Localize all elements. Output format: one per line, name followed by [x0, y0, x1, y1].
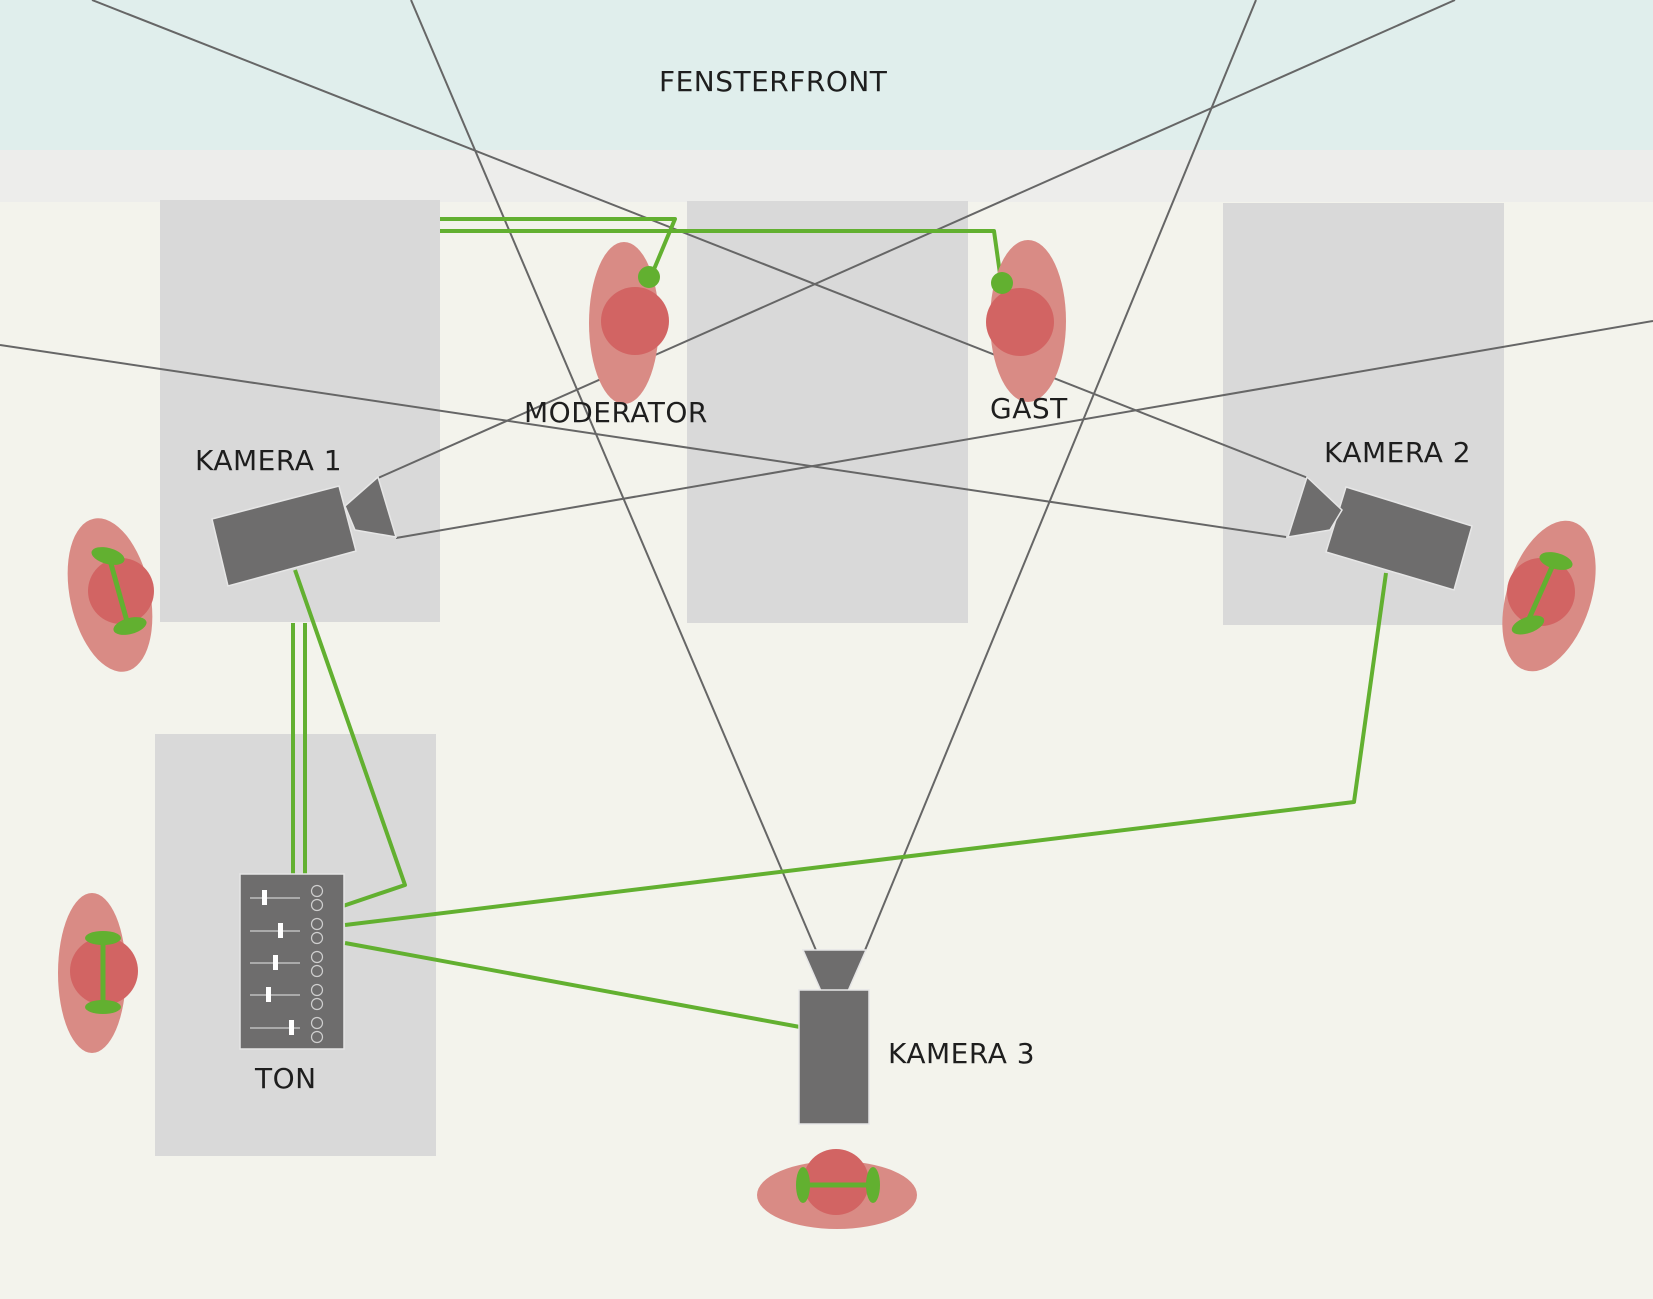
label-guest: GAST	[990, 392, 1068, 425]
label-camera2: KAMERA 2	[1324, 436, 1471, 469]
headphones-icon	[796, 1167, 880, 1203]
label-sound: TON	[254, 1062, 317, 1095]
cables	[291, 217, 1388, 1029]
cable-camera2-mixer	[344, 572, 1388, 927]
sight-line-camera3-left	[410, 0, 819, 956]
label-moderator: MODERATOR	[524, 396, 708, 429]
video-camera-icon	[211, 485, 357, 587]
moderator-person	[589, 242, 669, 404]
audio-mixer-icon	[239, 873, 345, 1050]
operator-camera2	[1502, 520, 1596, 672]
table-center	[687, 201, 968, 623]
guest-person	[986, 240, 1066, 402]
mixer-body	[239, 873, 345, 1050]
sight-line-camera2-right	[91, 0, 1309, 479]
cable-moderator-mic-lower	[440, 229, 1003, 282]
moderator-head	[601, 287, 669, 355]
operator-sound	[58, 893, 138, 1053]
cable-camera1-mixer	[293, 569, 407, 908]
lavalier-mic-icon	[638, 266, 660, 288]
camera1-lens	[344, 475, 398, 538]
camera-3	[798, 949, 870, 1125]
camera-2	[1286, 475, 1473, 591]
sight-line-camera1-right	[395, 320, 1653, 539]
label-camera3: KAMERA 3	[888, 1037, 1035, 1070]
operator-head	[803, 1149, 869, 1215]
operator-camera1	[67, 518, 154, 672]
label-camera1: KAMERA 1	[195, 444, 342, 477]
window-front	[0, 0, 1653, 150]
lavalier-mic-icon	[991, 272, 1013, 294]
video-camera-icon	[798, 989, 870, 1125]
sight-line-camera3-right	[862, 0, 1257, 956]
mixer-knobs	[310, 884, 324, 1044]
label-window-front: FENSTERFRONT	[659, 65, 888, 98]
operator-camera3	[757, 1149, 917, 1229]
camera2-lens	[1286, 475, 1343, 538]
headphones-icon	[1511, 552, 1573, 635]
window-sill	[0, 150, 1653, 202]
sight-line-camera1-left	[377, 0, 1456, 479]
video-camera-icon	[1325, 486, 1473, 591]
sight-line-camera2-left	[0, 344, 1287, 538]
camera-1	[211, 475, 398, 587]
sight-lines	[0, 0, 1653, 956]
mixer-faders	[250, 890, 300, 1035]
guest-head	[986, 288, 1054, 356]
cable-moderator-mic-upper	[440, 217, 677, 275]
camera3-lens	[801, 949, 868, 992]
headphones-icon	[91, 547, 147, 635]
cable-camera3-mixer	[344, 941, 801, 1029]
headphones-icon	[85, 931, 121, 1014]
